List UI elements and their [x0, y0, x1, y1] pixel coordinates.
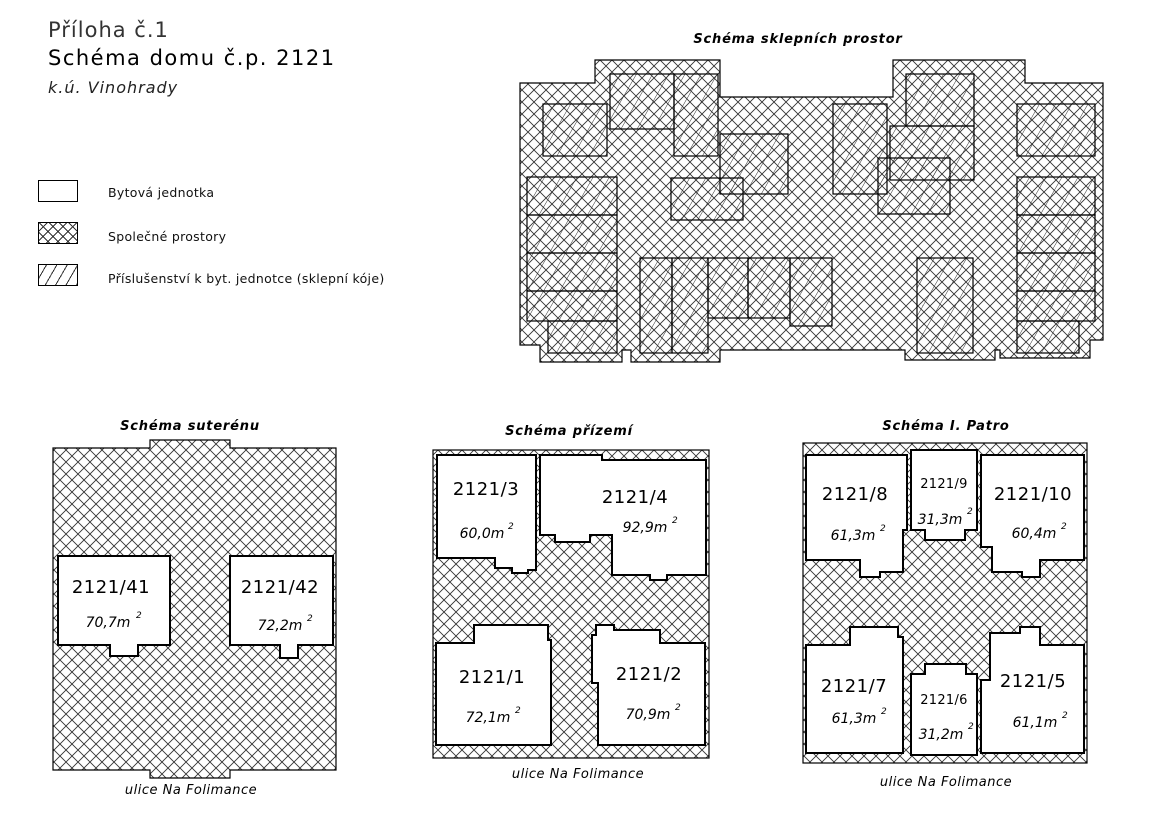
unit-2121-42 [229, 555, 334, 659]
unit-area: 60,4m [1012, 526, 1057, 542]
storage-cubicle [526, 214, 618, 254]
storage-cubicle [547, 320, 618, 354]
unit-2121-7 [805, 626, 904, 754]
unit-id: 2121/1 [459, 667, 525, 688]
storage-cubicle [639, 257, 673, 354]
legend-swatch-unit [38, 180, 78, 202]
storage-cubicle [673, 73, 719, 157]
storage-cubicle [905, 73, 975, 127]
unit-area: 72,2m [258, 618, 303, 634]
legend-swatch-common [38, 222, 78, 244]
unit-area: 92,9m [623, 520, 668, 536]
storage-cubicle [1016, 252, 1096, 292]
unit-id: 2121/5 [1000, 671, 1066, 692]
area-exponent: 2 [508, 522, 514, 532]
unit-2121-3 [436, 454, 537, 574]
area-exponent: 2 [307, 614, 313, 624]
unit-2121-4 [539, 454, 707, 581]
unit-2121-2 [591, 624, 706, 746]
first-floor-title: Schéma I. Patro [882, 419, 1009, 434]
storage-cubicle [670, 177, 744, 221]
unit-id: 2121/4 [602, 487, 668, 508]
first-floor-plan: Schéma I. Patro 2121/8 61,3m 2 2121/9 31… [802, 419, 1088, 790]
unit-id: 2121/10 [994, 484, 1072, 505]
storage-cubicle [1016, 176, 1096, 216]
unit-id: 2121/7 [821, 676, 887, 697]
unit-area: 31,2m [919, 727, 964, 743]
storage-cubicle [1016, 290, 1096, 322]
storage-cubicle [707, 257, 749, 319]
storage-cubicles [526, 73, 1096, 354]
unit-area: 61,1m [1013, 715, 1058, 731]
unit-area: 72,1m [466, 710, 511, 726]
unit-id: 2121/3 [453, 479, 519, 500]
basement-common-area [52, 439, 337, 779]
ground-street-label: ulice Na Folimance [512, 767, 644, 782]
unit-id: 2121/41 [72, 577, 150, 598]
storage-cubicle [526, 290, 618, 322]
unit-2121-8 [805, 454, 908, 578]
legend-label-common: Společné prostory [108, 229, 227, 244]
unit-2121-6 [910, 663, 978, 756]
attachment-label: Příloha č.1 [48, 18, 169, 42]
storage-cubicle [609, 73, 675, 130]
unit-2121-9 [910, 449, 978, 541]
basement-plan: Schéma suterénu 2121/41 70,7m 2 2121/42 … [52, 419, 337, 798]
storage-cubicle [526, 252, 618, 292]
ground-floor-title: Schéma přízemí [505, 424, 634, 439]
area-exponent: 2 [1062, 711, 1068, 721]
cellar-title: Schéma sklepních prostor [693, 32, 903, 47]
unit-area: 70,9m [626, 707, 671, 723]
unit-area: 61,3m [831, 528, 876, 544]
unit-2121-1 [435, 624, 552, 746]
unit-id: 2121/6 [920, 693, 968, 708]
unit-id: 2121/9 [920, 477, 968, 492]
area-exponent: 2 [967, 507, 973, 517]
storage-cubicle [526, 176, 618, 216]
basement-title: Schéma suterénu [120, 419, 260, 434]
storage-cubicle [789, 257, 833, 327]
legend-label-unit: Bytová jednotka [108, 185, 215, 200]
area-exponent: 2 [880, 524, 886, 534]
storage-cubicle [1016, 320, 1080, 354]
unit-id: 2121/42 [241, 577, 319, 598]
unit-id: 2121/2 [616, 664, 682, 685]
storage-cubicle [916, 257, 974, 354]
unit-id: 2121/8 [822, 484, 888, 505]
storage-cubicle [877, 157, 951, 215]
unit-2121-5 [980, 626, 1085, 754]
area-exponent: 2 [968, 722, 974, 732]
area-exponent: 2 [136, 611, 142, 621]
storage-cubicle [1016, 214, 1096, 254]
unit-area: 70,7m [86, 615, 131, 631]
storage-cubicle [1016, 103, 1096, 157]
basement-street-label: ulice Na Folimance [125, 783, 257, 798]
cadastre-label: k.ú. Vinohrady [48, 78, 179, 97]
ground-floor-plan: Schéma přízemí 2121/3 60,0m 2 2121/4 92,… [432, 424, 710, 782]
unit-area: 61,3m [832, 711, 877, 727]
storage-cubicle [747, 257, 791, 319]
unit-area: 31,3m [918, 512, 963, 528]
unit-area: 60,0m [460, 526, 505, 542]
storage-cubicle [719, 133, 789, 195]
area-exponent: 2 [1061, 522, 1067, 532]
legend-swatch-storage [38, 264, 78, 286]
area-exponent: 2 [881, 707, 887, 717]
cellar-plan: Schéma sklepních prostor [519, 32, 1104, 363]
area-exponent: 2 [672, 516, 678, 526]
legend-label-storage: Příslušenství k byt. jednotce (sklepní k… [108, 271, 385, 286]
document-title: Schéma domu č.p. 2121 [48, 46, 336, 70]
storage-cubicle [542, 103, 608, 157]
storage-cubicle [671, 257, 709, 354]
area-exponent: 2 [515, 706, 521, 716]
first-floor-street-label: ulice Na Folimance [880, 775, 1012, 790]
unit-2121-10 [980, 454, 1085, 578]
unit-2121-41 [57, 555, 171, 657]
area-exponent: 2 [675, 703, 681, 713]
